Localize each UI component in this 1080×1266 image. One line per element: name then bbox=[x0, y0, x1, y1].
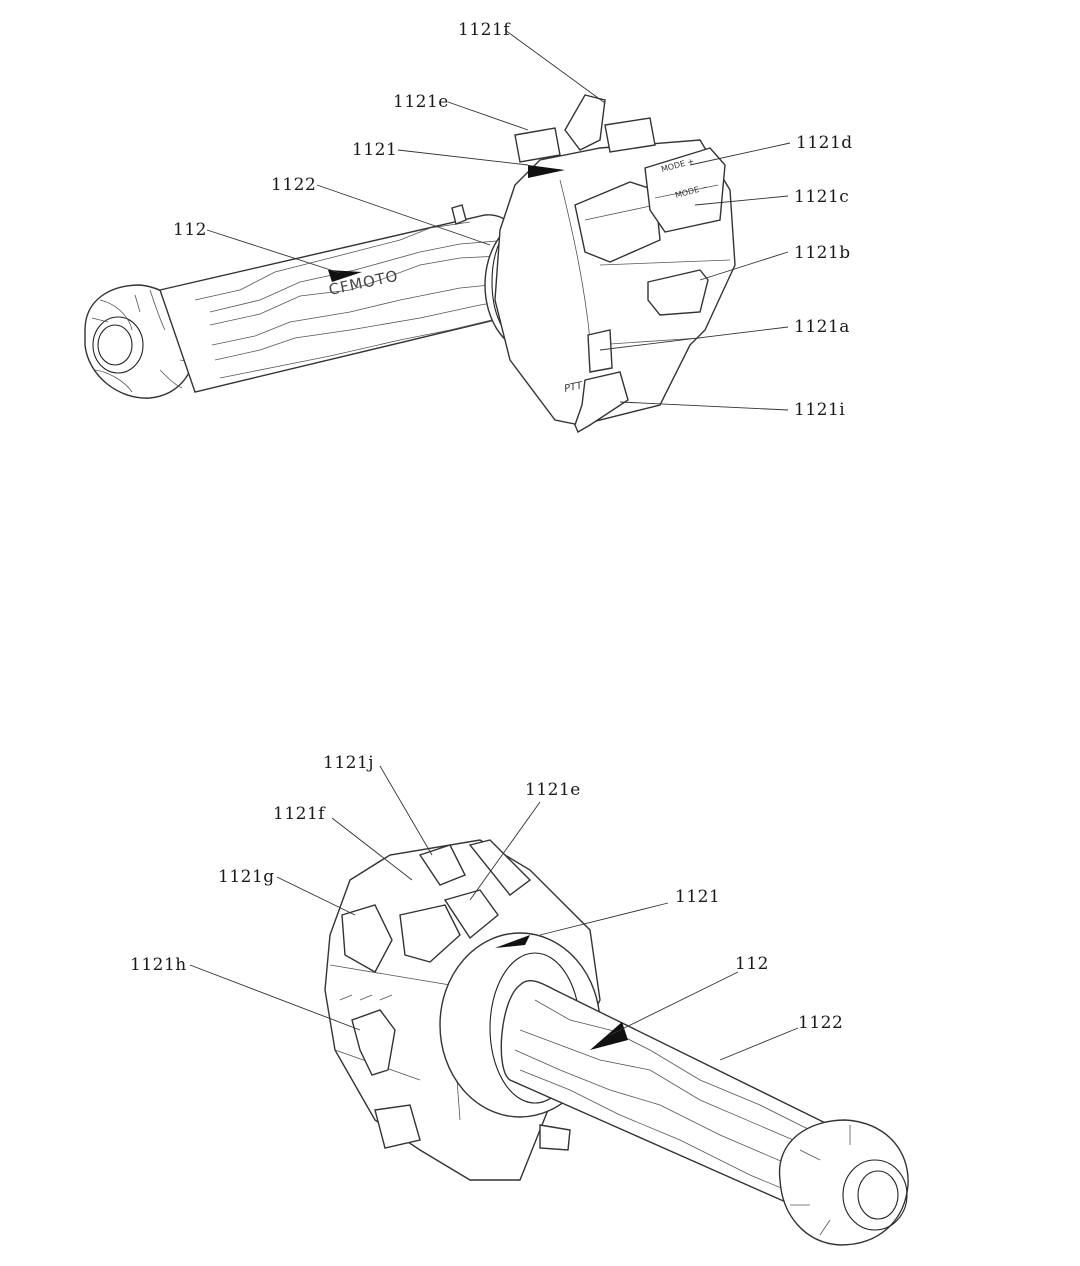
label-1121e-top: 1121e bbox=[393, 92, 449, 112]
arrow-112-bottom bbox=[590, 1022, 628, 1050]
bottom-handlebar-drawing: 1121j 1121e 1121f 1121g 1121 112 1121h 1… bbox=[130, 753, 909, 1246]
label-1122-bottom: 1122 bbox=[798, 1013, 843, 1033]
label-1121c: 1121c bbox=[794, 187, 849, 207]
label-112-bottom: 112 bbox=[735, 954, 769, 974]
label-1121h: 1121h bbox=[130, 955, 187, 975]
label-1122-top: 1122 bbox=[271, 175, 316, 195]
label-112-top: 112 bbox=[173, 220, 207, 240]
grip-body: CFMOTO bbox=[159, 214, 531, 393]
label-1121-top: 1121 bbox=[352, 140, 397, 160]
label-1121b: 1121b bbox=[794, 243, 851, 263]
label-1121i: 1121i bbox=[794, 400, 845, 420]
bottom-leader-lines bbox=[189, 765, 799, 1061]
label-1121d: 1121d bbox=[796, 133, 853, 153]
label-1121f-bottom: 1121f bbox=[273, 804, 326, 824]
top-handlebar-drawing: CFMOTO MODE + MODE − bbox=[84, 20, 853, 434]
ptt-text: PTT bbox=[563, 380, 584, 395]
switch-housing: MODE + MODE − PTT bbox=[451, 94, 736, 434]
label-1121f-top: 1121f bbox=[458, 20, 511, 40]
label-1121e-bottom: 1121e bbox=[525, 780, 581, 800]
grip-end-cap-bottom bbox=[778, 1119, 909, 1246]
arrow-1121 bbox=[528, 165, 565, 178]
arrow-1121-bottom bbox=[495, 935, 530, 948]
label-1121a: 1121a bbox=[794, 317, 850, 337]
arrow-112 bbox=[328, 270, 362, 282]
grip-body-bottom bbox=[500, 980, 861, 1216]
label-1121g: 1121g bbox=[218, 867, 275, 887]
label-1121-bottom: 1121 bbox=[675, 887, 720, 907]
top-leader-lines bbox=[206, 29, 791, 411]
label-1121j: 1121j bbox=[323, 753, 374, 773]
